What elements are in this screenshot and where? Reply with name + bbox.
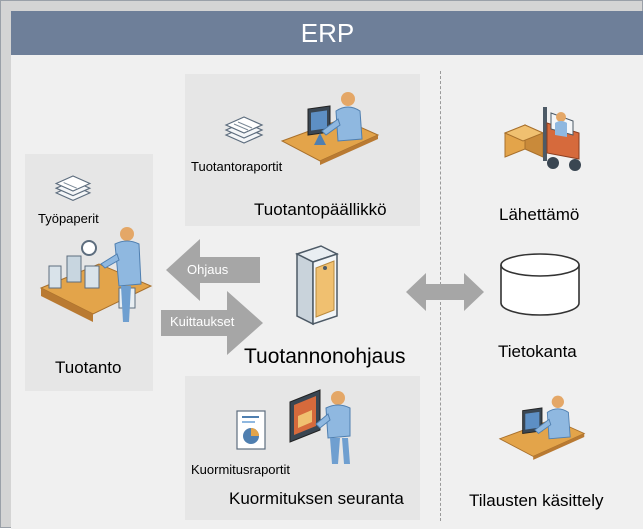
ohjaus-arrow — [166, 239, 260, 301]
tilausten-kasittely-label: Tilausten käsittely — [469, 491, 604, 510]
manager-at-desk-icon — [280, 92, 380, 165]
report-stack-icon — [224, 116, 264, 144]
presenter-with-board-icon — [289, 389, 351, 464]
forklift-icon — [503, 107, 581, 171]
order-clerk-at-desk-icon — [498, 395, 586, 460]
tuotannonohjaus-label: Tuotannonohjaus — [244, 345, 406, 368]
tuotantoraportit-label: Tuotantoraportit — [191, 159, 283, 174]
pie-report-icon — [236, 410, 266, 450]
tyopaperit-label: Työpaperit — [38, 211, 99, 226]
tuotantopaallikko-label: Tuotantopäällikkö — [254, 200, 387, 219]
ohjaus-label: Ohjaus — [187, 262, 229, 277]
lahettamo-label: Lähettämö — [499, 205, 580, 224]
database-icon — [500, 253, 580, 316]
tietokanta-label: Tietokanta — [498, 342, 577, 361]
kuittaukset-label: Kuittaukset — [170, 314, 235, 329]
erp-header: ERP — [11, 11, 643, 55]
production-line-worker-icon — [39, 227, 153, 322]
kuormitusraportit-label: Kuormitusraportit — [191, 462, 290, 477]
paper-stack-icon — [54, 175, 92, 201]
kuormituksen-seuranta-label: Kuormituksen seuranta — [229, 489, 404, 508]
bidirectional-arrow — [406, 273, 484, 311]
server-icon — [295, 245, 339, 326]
kuittaukset-arrow — [161, 291, 263, 355]
tuotanto-label: Tuotanto — [55, 358, 122, 377]
